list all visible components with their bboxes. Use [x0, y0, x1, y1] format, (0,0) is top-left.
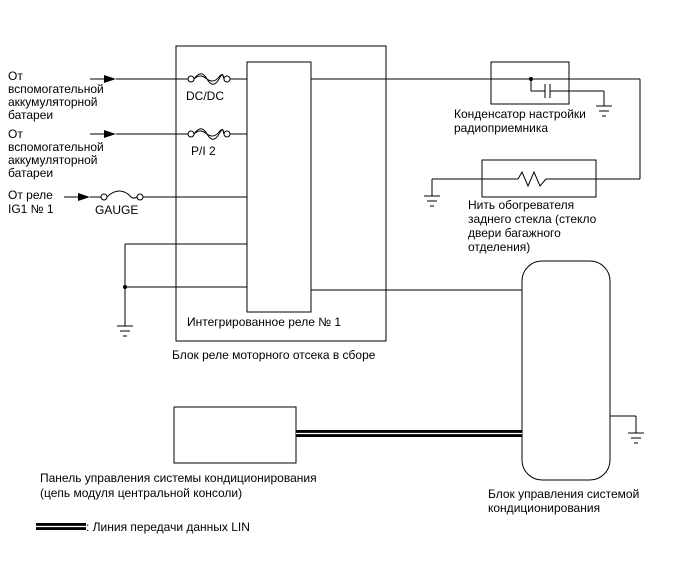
- source-ig1-relay-line1: От реле: [8, 188, 53, 202]
- source-aux-battery-1-line1: От: [8, 69, 23, 83]
- capacitor-label-line2: радиоприемника: [454, 121, 548, 135]
- ac-panel-label-line1: Панель управления системы кондиционирова…: [40, 471, 317, 485]
- capacitor-box: [490, 61, 570, 105]
- fuse-dcdc-label: DC/DC: [186, 89, 224, 103]
- ground-symbol-ac-ecu: [628, 432, 644, 444]
- capacitor-label-line1: Конденсатор настройки: [454, 107, 586, 121]
- integrated-relay-label: Интегрированное реле № 1: [187, 315, 341, 329]
- defogger-label-line3: двери багажного: [468, 226, 561, 240]
- ac-ecu-label-line2: кондиционирования: [488, 501, 600, 515]
- ground-symbol-defogger: [424, 195, 440, 207]
- fuse-pi2-label: P/I 2: [191, 144, 216, 158]
- fuse-gauge-label: GAUGE: [95, 203, 138, 217]
- input-arrow-2: [90, 130, 116, 138]
- defogger-resistor: [517, 170, 547, 188]
- ac-panel-box: [173, 406, 297, 464]
- legend-lin-label: : Линия передачи данных LIN: [86, 520, 250, 534]
- source-aux-battery-2-line3: аккумуляторной: [8, 153, 98, 167]
- source-aux-battery-1-line4: батареи: [8, 108, 53, 122]
- ac-ecu-label-line1: Блок управления системой: [488, 487, 639, 501]
- legend-lin-symbol: [36, 523, 86, 530]
- lin-bus-line: [296, 430, 522, 437]
- relay-block-label: Блок реле моторного отсека в сборе: [172, 348, 376, 362]
- junction-dot: [123, 285, 127, 289]
- fuse-dcdc: [187, 73, 231, 85]
- ac-ecu-box: [521, 260, 611, 481]
- fuse-gauge: [100, 190, 144, 201]
- source-aux-battery-2-line1: От: [8, 127, 23, 141]
- integrated-relay-box: [246, 61, 312, 313]
- ac-panel-label-line2: (цепь модуля центральной консоли): [40, 486, 242, 500]
- source-aux-battery-2-line2: вспомогательной: [8, 140, 104, 154]
- ground-symbol-capacitor: [596, 105, 612, 117]
- source-ig1-relay-line2: IG1 № 1: [8, 202, 54, 216]
- source-aux-battery-2-line4: батареи: [8, 166, 53, 180]
- defogger-label-line2: заднего стекла (стекло: [468, 212, 597, 226]
- ground-symbol-left: [117, 325, 133, 337]
- source-aux-battery-1-line2: вспомогательной: [8, 82, 104, 96]
- defogger-label-line4: отделения): [468, 240, 530, 254]
- defogger-label-line1: Нить обогревателя: [468, 198, 574, 212]
- input-arrow-1: [90, 75, 116, 83]
- source-aux-battery-1-line3: аккумуляторной: [8, 95, 98, 109]
- input-arrow-3: [64, 193, 90, 201]
